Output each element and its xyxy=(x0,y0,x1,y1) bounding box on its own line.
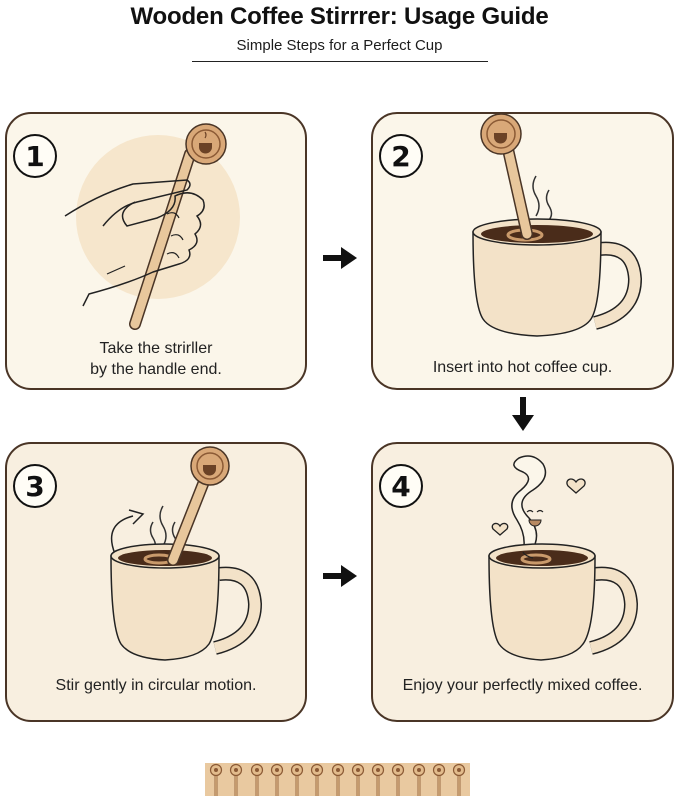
step-caption: Enjoy your perfectly mixed coffee. xyxy=(402,677,643,694)
mini-stirrer-icon xyxy=(410,763,428,796)
step-3-panel: 3 Stir gently in circular motion. xyxy=(5,442,307,722)
mini-stirrer-icon xyxy=(389,763,407,796)
mini-stirrer-icon xyxy=(268,763,286,796)
step-number-badge: 1 xyxy=(13,134,57,178)
mini-stirrer-icon xyxy=(369,763,387,796)
step-number-badge: 3 xyxy=(13,464,57,508)
mini-stirrer-icon xyxy=(288,763,306,796)
stirrer-in-mug-icon xyxy=(472,114,643,337)
arrow-down-icon xyxy=(512,397,534,431)
mini-stirrer-icon xyxy=(227,763,245,796)
step-caption: Stir gently in circular motion. xyxy=(55,677,257,694)
step-number-badge: 4 xyxy=(379,464,423,508)
arrow-right-icon xyxy=(323,565,357,587)
step-caption: Insert into hot coffee cup. xyxy=(432,359,613,376)
mini-stirrer-icon xyxy=(308,763,326,796)
arrow-right-icon xyxy=(323,247,357,269)
hand-holding-stirrer-icon xyxy=(64,123,240,330)
page-subtitle: Simple Steps for a Perfect Cup xyxy=(236,37,443,54)
stirrer-product-strip xyxy=(205,763,470,796)
mini-stirrer-icon xyxy=(349,763,367,796)
page-title: Wooden Coffee Stirrrer: Usage Guide xyxy=(130,3,549,30)
mini-stirrer-icon xyxy=(329,763,347,796)
step-4-panel: 4 Enjoy your perfectly mixed coffee. xyxy=(371,442,674,722)
mini-stirrer-icon xyxy=(207,763,225,796)
step-number-badge: 2 xyxy=(379,134,423,178)
mini-stirrer-icon xyxy=(430,763,448,796)
happy-steam-mug-icon xyxy=(488,455,639,661)
mini-stirrer-icon xyxy=(248,763,266,796)
subtitle-underline xyxy=(192,61,488,62)
mini-stirrer-icon xyxy=(450,763,468,796)
step-2-panel: 2 Insert into hot coffee cup. xyxy=(371,112,674,390)
step-caption-line-1: Take the strirller xyxy=(99,340,213,357)
step-caption-line-2: by the handle end. xyxy=(90,361,222,378)
step-caption: Take the strirller by the handle end. xyxy=(7,338,305,380)
stirring-mug-icon xyxy=(110,446,263,661)
step-1-panel: 1 Take the strirller by the handle end. xyxy=(5,112,307,390)
